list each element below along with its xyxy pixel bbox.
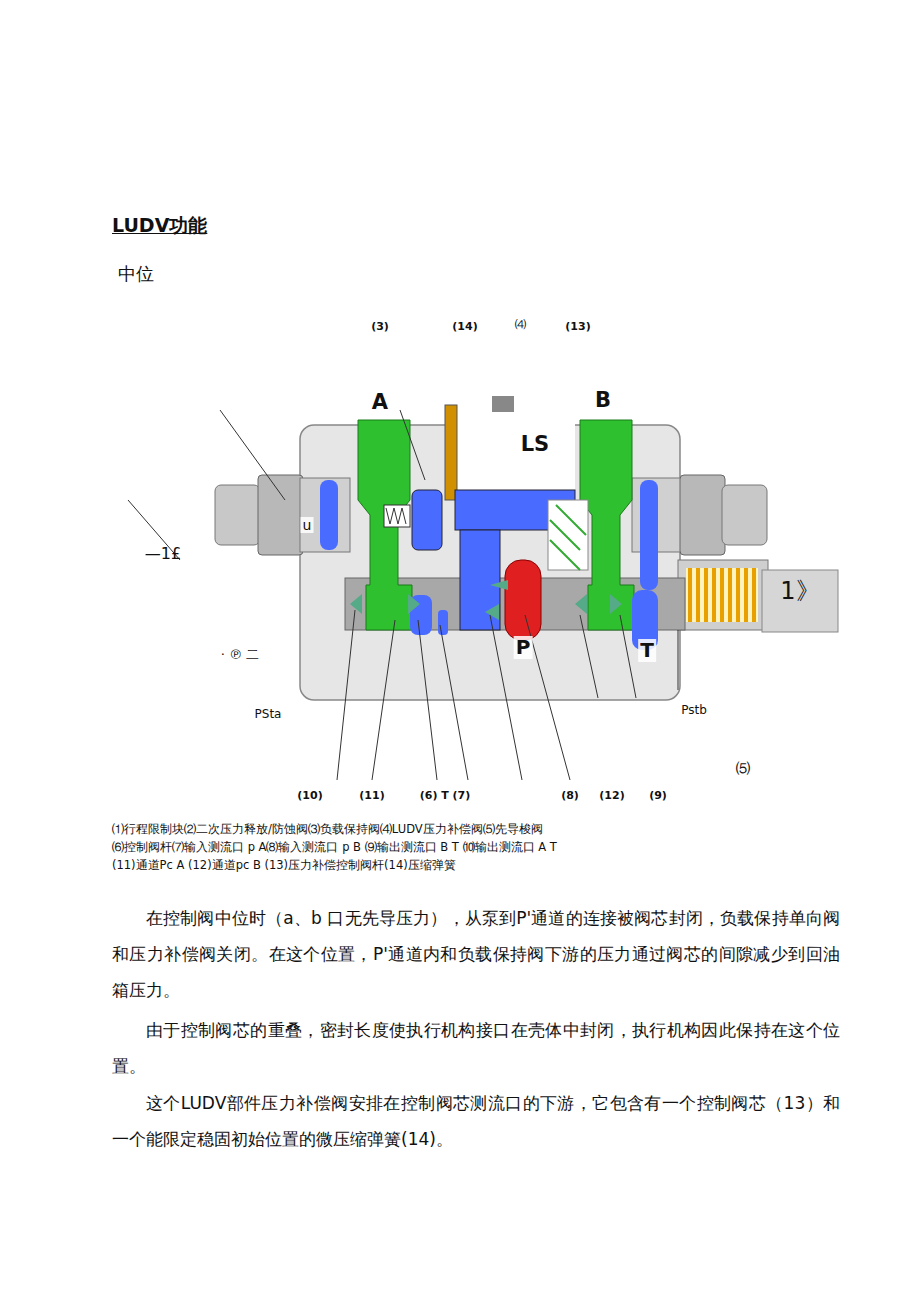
section-heading: 中位 [118,264,154,285]
part-label: · ℗ 二 [221,648,259,663]
page-heading: LUDV功能 [112,215,207,237]
callout-number: ⑸ [736,760,750,776]
callout-number: (12) [599,790,624,803]
caption-line: (11)通道Pc A (12)通道pc B (13)压力补偿控制阀杆(14)压缩… [112,859,456,872]
caption-line: ⑴行程限制块⑵二次压力释放/防蚀阀⑶负载保持阀⑷LUDV压力补偿阀⑸先导梭阀 [112,823,543,836]
callout-number: (9) [649,790,667,803]
part-label: u [301,517,314,533]
callout-number: (6) T (7) [420,790,471,803]
pilot-port-label: Pstb [681,704,707,718]
port-label: LS [521,432,550,456]
paragraph: 这个LUDV部件压力补偿阀安排在控制阀芯测流口的下游，它包含有一个控制阀芯（13… [112,1085,840,1157]
paragraph: 由于控制阀芯的重叠，密封长度使执行机构接口在壳体中封闭，执行机构因此保持在这个位… [112,1012,840,1084]
callout-number: (14) [452,321,477,334]
part-label: 1》 [780,578,819,606]
callout-number: (8) [561,790,579,803]
caption-line: ⑹控制阀杆⑺输入测流口 p A⑻输入测流口 p B ⑼输出测流口 B T ⑽输出… [112,841,557,854]
port-label: P [514,636,533,659]
callout-number: (11) [359,790,384,803]
pilot-port-label: PSta [255,708,282,722]
port-label: B [593,388,613,412]
callout-number: (3) [371,321,389,334]
paragraph: 在控制阀中位时（a、b 口无先导压力），从泵到P'通道的连接被阀芯封闭，负载保持… [112,900,840,1008]
port-label: T [638,639,656,662]
callout-number: ⑷ [515,319,526,332]
part-label: —1£ [145,545,181,563]
callout-number: (10) [297,790,322,803]
callout-number: (13) [565,321,590,334]
port-label: A [370,390,390,414]
